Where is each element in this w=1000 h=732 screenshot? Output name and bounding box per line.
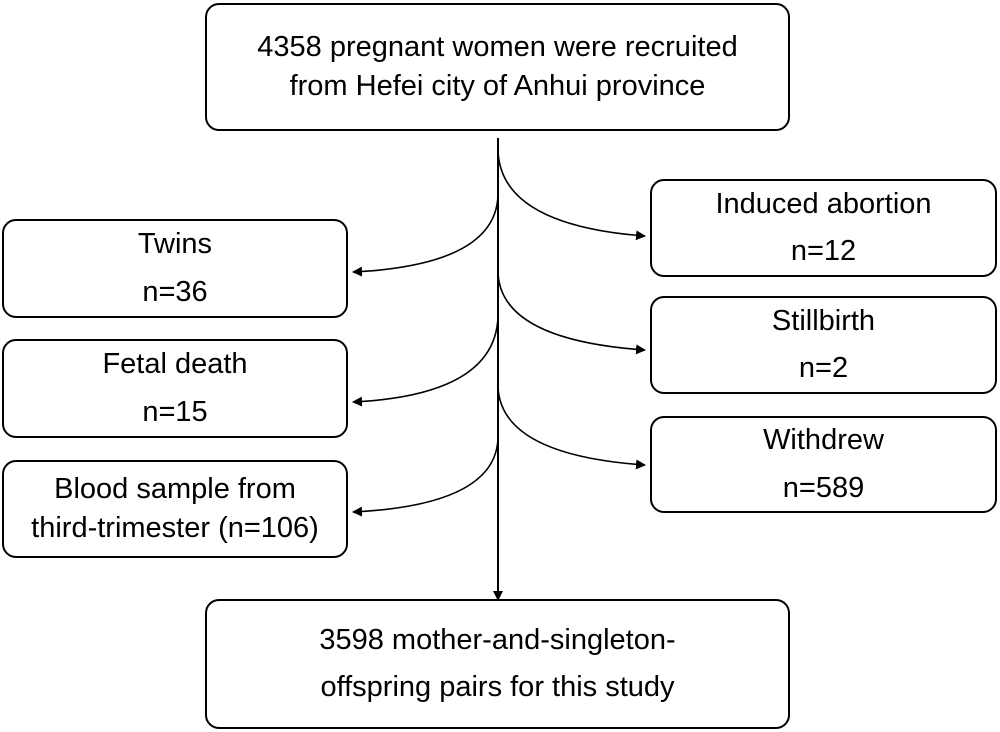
fetal-death-count: n=15 <box>142 395 208 428</box>
induced-abortion-label: Induced abortion <box>715 187 932 220</box>
withdrew-box: Withdrew n=589 <box>650 416 997 513</box>
stillbirth-label: Stillbirth <box>771 304 876 337</box>
twins-label: Twins <box>137 228 213 261</box>
arrow-to-withdrew <box>497 385 646 470</box>
arrow-to-induced-abortion <box>497 149 646 241</box>
stillbirth-box: Stillbirth n=2 <box>650 296 997 394</box>
blood-sample-box: Blood sample from third-trimester (n=106… <box>2 460 348 558</box>
induced-abortion-box: Induced abortion n=12 <box>650 179 997 277</box>
withdrew-label: Withdrew <box>763 424 884 457</box>
fetal-death-box: Fetal death n=15 <box>2 339 348 438</box>
withdrew-count: n=589 <box>782 471 865 504</box>
final-sample-line2: offspring pairs for this study <box>320 671 675 703</box>
induced-abortion-count: n=12 <box>790 235 857 267</box>
blood-sample-line1: Blood sample from <box>54 472 296 505</box>
recruited-box: 4358 pregnant women were recruited from … <box>205 3 790 131</box>
stillbirth-count: n=2 <box>798 352 849 384</box>
blood-sample-line2: third-trimester (n=106) <box>31 512 319 544</box>
twins-count: n=36 <box>142 275 208 308</box>
final-sample-box: 3598 mother-and-singleton- offspring pai… <box>205 599 790 729</box>
recruited-line1: 4358 pregnant women were recruited <box>257 30 738 63</box>
fetal-death-label: Fetal death <box>102 348 248 381</box>
arrow-to-fetal-death <box>352 315 499 407</box>
recruited-line2: from Hefei city of Anhui province <box>289 70 706 102</box>
arrow-to-blood-sample <box>352 437 499 517</box>
final-sample-line1: 3598 mother-and-singleton- <box>319 623 676 656</box>
arrow-to-twins <box>352 194 499 277</box>
twins-box: Twins n=36 <box>2 219 348 318</box>
arrow-to-stillbirth <box>497 271 646 355</box>
